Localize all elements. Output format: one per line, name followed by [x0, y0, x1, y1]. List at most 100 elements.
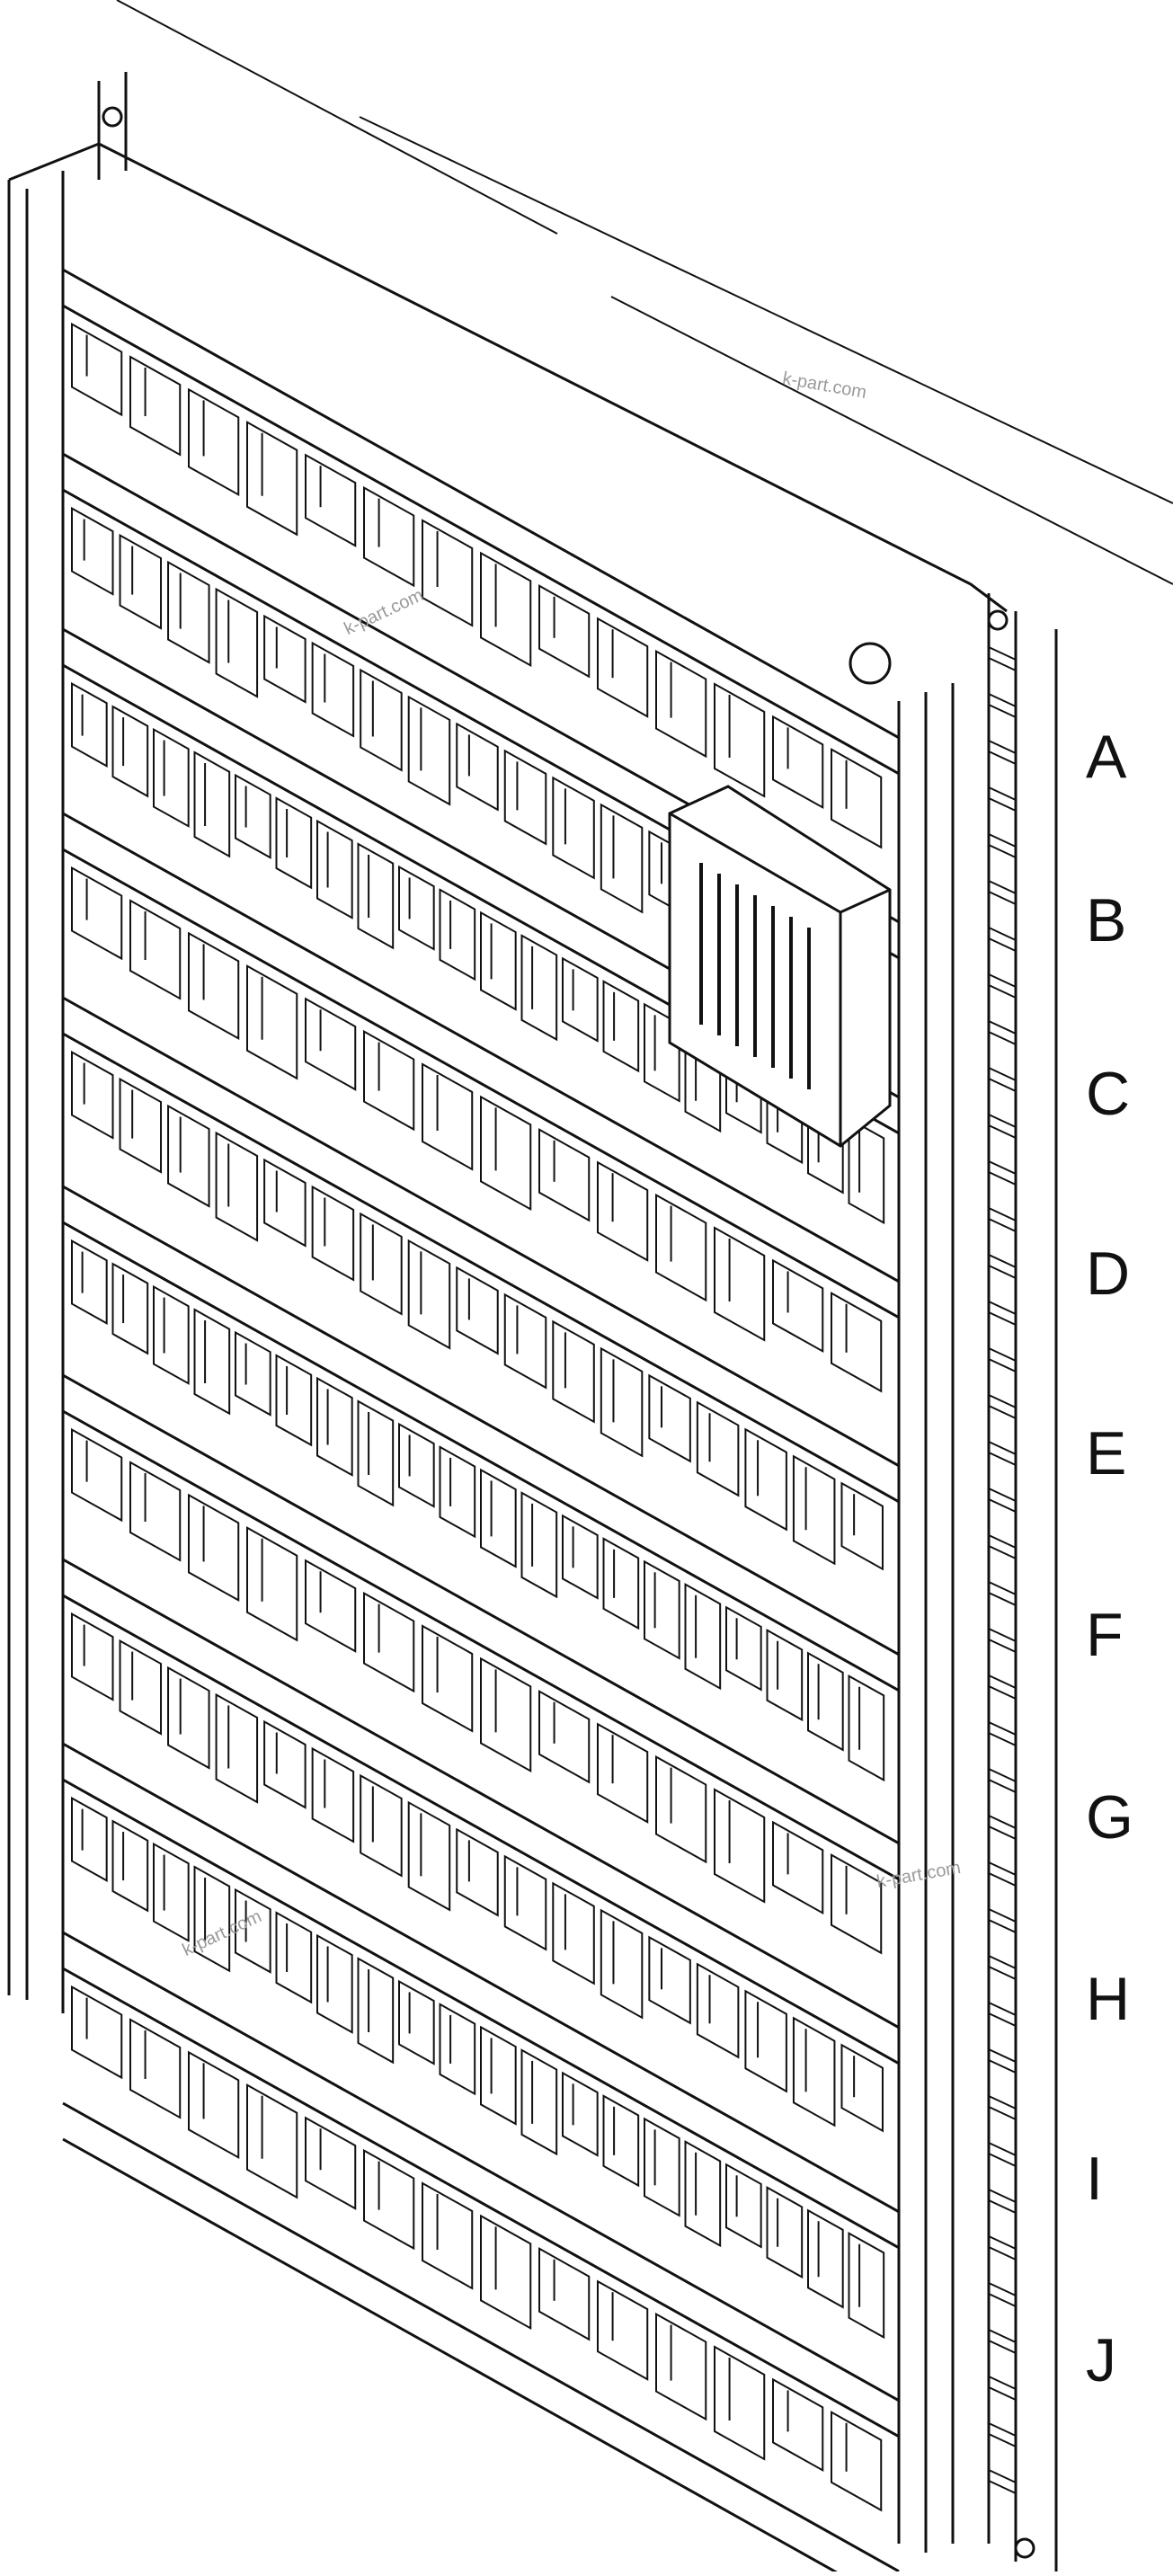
terminal-module [772, 1258, 824, 1354]
terminal-module [562, 2071, 599, 2157]
rail-slot [988, 2199, 1017, 2214]
rail-slot [988, 2106, 1017, 2120]
rail-slot [988, 2376, 1017, 2390]
terminal-module [600, 803, 644, 914]
terminal-module [407, 1239, 451, 1350]
rail-slot [988, 1160, 1017, 1175]
rail-slot [988, 937, 1017, 952]
terminal-module [275, 1354, 313, 1447]
rail-slot [988, 2433, 1017, 2447]
terminal-module [357, 1957, 395, 2065]
rail-slot [988, 1966, 1017, 1980]
rail-slot [988, 1825, 1017, 1840]
terminal-module [696, 1962, 740, 2059]
terminal-module [71, 1612, 114, 1701]
terminal-module [71, 1239, 108, 1325]
rail-slot [988, 1628, 1017, 1642]
terminal-module [246, 2083, 298, 2199]
terminal-module [503, 749, 547, 846]
terminal-module [456, 1266, 499, 1355]
terminal-module [215, 1131, 259, 1242]
terminal-module [235, 1330, 271, 1417]
wire-duct [62, 1967, 900, 2438]
terminal-module [305, 2116, 357, 2210]
terminal-module [422, 1062, 474, 1171]
rail-slot [988, 844, 1017, 858]
terminal-module [363, 1029, 415, 1132]
rail-slot [988, 2048, 1017, 2063]
terminal-module [119, 1077, 163, 1174]
wire-duct [62, 1409, 900, 1881]
terminal-module [480, 1468, 517, 1568]
rail-slot [988, 2189, 1017, 2203]
terminal-module [129, 355, 182, 457]
rail-slot [988, 1592, 1017, 1606]
terminal-module [246, 964, 298, 1080]
rail-slot [988, 1779, 1017, 1793]
terminal-module [357, 842, 395, 950]
terminal-module [246, 1526, 298, 1642]
rail-slot [988, 1265, 1017, 1279]
terminal-module [235, 773, 271, 859]
terminal-module [316, 819, 353, 919]
terminal-module [71, 506, 114, 596]
terminal-module [480, 1657, 532, 1773]
wire-duct [62, 1558, 900, 2030]
wire-duct [62, 1221, 900, 1692]
back-panel-line [116, 0, 1173, 585]
terminal-module [407, 1800, 451, 1912]
terminal-module [215, 1692, 259, 1804]
terminal-module [766, 2186, 804, 2279]
terminal-module [744, 1427, 787, 1532]
rail-slot [988, 1347, 1017, 1362]
terminal-module [316, 1376, 353, 1477]
terminal-module [831, 748, 883, 849]
terminal-module [562, 1514, 599, 1600]
rail-slot [988, 751, 1017, 765]
terminal-module [71, 1050, 114, 1140]
terminal-module [520, 2048, 558, 2156]
rail-slot [988, 1441, 1017, 1455]
rail-slot [988, 2095, 1017, 2110]
terminal-module [848, 1674, 885, 1782]
terminal-module [398, 865, 435, 951]
round-fitting [849, 642, 892, 685]
rail-slot [988, 1171, 1017, 1186]
rail-slot [988, 646, 1017, 661]
terminal-module [655, 649, 707, 759]
row-label-e: E [1086, 1419, 1127, 1488]
terminal-module [153, 1284, 190, 1385]
terminal-module [119, 533, 163, 630]
wire-duct [62, 996, 900, 1468]
terminal-module [644, 1559, 680, 1660]
rail-slot [988, 2329, 1017, 2343]
terminal-module [407, 695, 451, 806]
rail-slot [988, 1498, 1017, 1513]
row-label-d: D [1086, 1239, 1131, 1308]
terminal-module [111, 1819, 149, 1913]
rail-slot [988, 1067, 1017, 1081]
rail-slot [988, 2142, 1017, 2156]
rail-slot [988, 891, 1017, 905]
rail-slot [988, 1872, 1017, 1887]
rail-slot [988, 2340, 1017, 2354]
terminal-module [360, 1212, 403, 1316]
wire-duct [62, 268, 900, 740]
terminal-module [831, 2411, 883, 2512]
terminal-module [831, 1853, 883, 1955]
wire-duct [62, 1185, 900, 1657]
terminal-module [520, 934, 558, 1042]
rail-slot [988, 1815, 1017, 1829]
terminal-module [696, 1400, 740, 1497]
terminal-module [188, 931, 240, 1041]
row-label-j: J [1086, 2326, 1116, 2394]
rail-slot [988, 1207, 1017, 1221]
terminal-module [655, 2312, 707, 2421]
rail-slot [988, 1919, 1017, 1933]
terminal-module [422, 2181, 474, 2290]
rail-slot [988, 1311, 1017, 1326]
wire-duct [62, 812, 900, 1284]
terminal-module [119, 1639, 163, 1736]
terminal-module [602, 2094, 640, 2188]
